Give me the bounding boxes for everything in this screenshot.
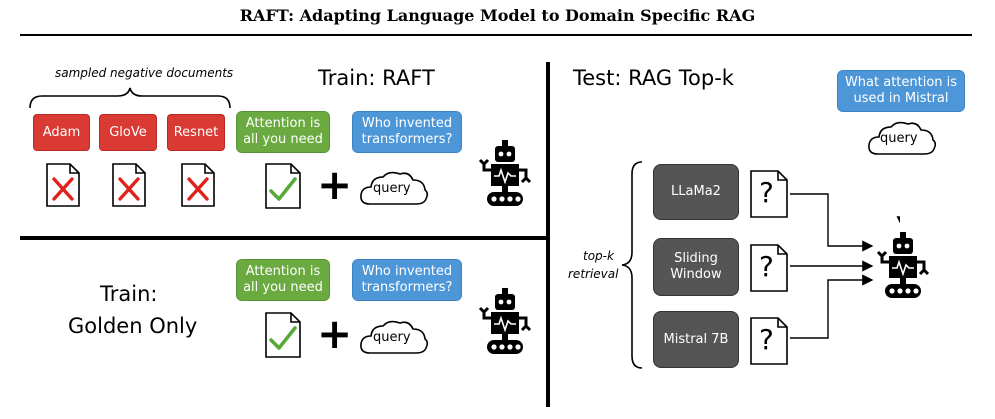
page-title: RAFT: Adapting Language Model to Domain … [239,6,756,25]
test-question-box: What attention is used in Mistral [837,70,965,112]
question-box: Who invented transformers? [352,259,462,301]
test-title: Test: RAG Top-k [573,66,734,90]
query-label: query [880,131,918,146]
retrieved-doc-sliding-window: Sliding Window [653,238,739,296]
vertical-divider [546,62,550,407]
document-cross-icon [181,163,215,207]
header-rule [20,34,972,36]
golden-doc: Attention is all you need [236,111,330,153]
retrieved-doc-mistral-7b: Mistral 7B [653,311,739,368]
retrieval-arrows [790,193,900,339]
query-label: query [373,330,411,345]
query-label: query [373,181,411,196]
negative-doc-resnet: Resnet [167,114,225,151]
document-question-icon [750,170,788,218]
plus-sign: + [317,160,353,209]
document-question-icon [750,244,788,292]
train-golden-title-line1: Train: [100,282,158,306]
negative-doc-glove: GloVe [99,114,157,151]
horizontal-divider [20,236,548,240]
robot-icon [876,232,930,298]
query-cloud-icon [868,121,937,155]
negatives-brace [29,87,231,109]
query-cloud-icon [360,171,429,205]
train-raft-title: Train: RAFT [318,66,435,90]
unknown-mark: ? [759,250,774,283]
negatives-label: sampled negative documents [55,66,234,80]
document-question-icon [750,317,788,365]
retrieval-label-line2: retrieval [568,267,619,281]
query-cloud-icon [360,320,429,354]
retrieval-brace [621,161,643,369]
negative-doc-adam: Adam [33,114,90,151]
document-check-icon [265,312,301,358]
golden-doc: Attention is all you need [236,259,330,301]
retrieval-label-line1: top-k [583,249,614,263]
plus-sign: + [317,309,353,358]
robot-icon [478,140,532,206]
document-cross-icon [46,163,80,207]
document-cross-icon [112,163,146,207]
unknown-mark: ? [759,176,774,209]
retrieved-doc-llama2: LLaMa2 [653,164,739,220]
document-check-icon [265,163,301,209]
unknown-mark: ? [759,323,774,356]
train-golden-title-line2: Golden Only [68,314,198,338]
question-box: Who invented transformers? [352,111,462,153]
robot-icon [478,288,532,354]
